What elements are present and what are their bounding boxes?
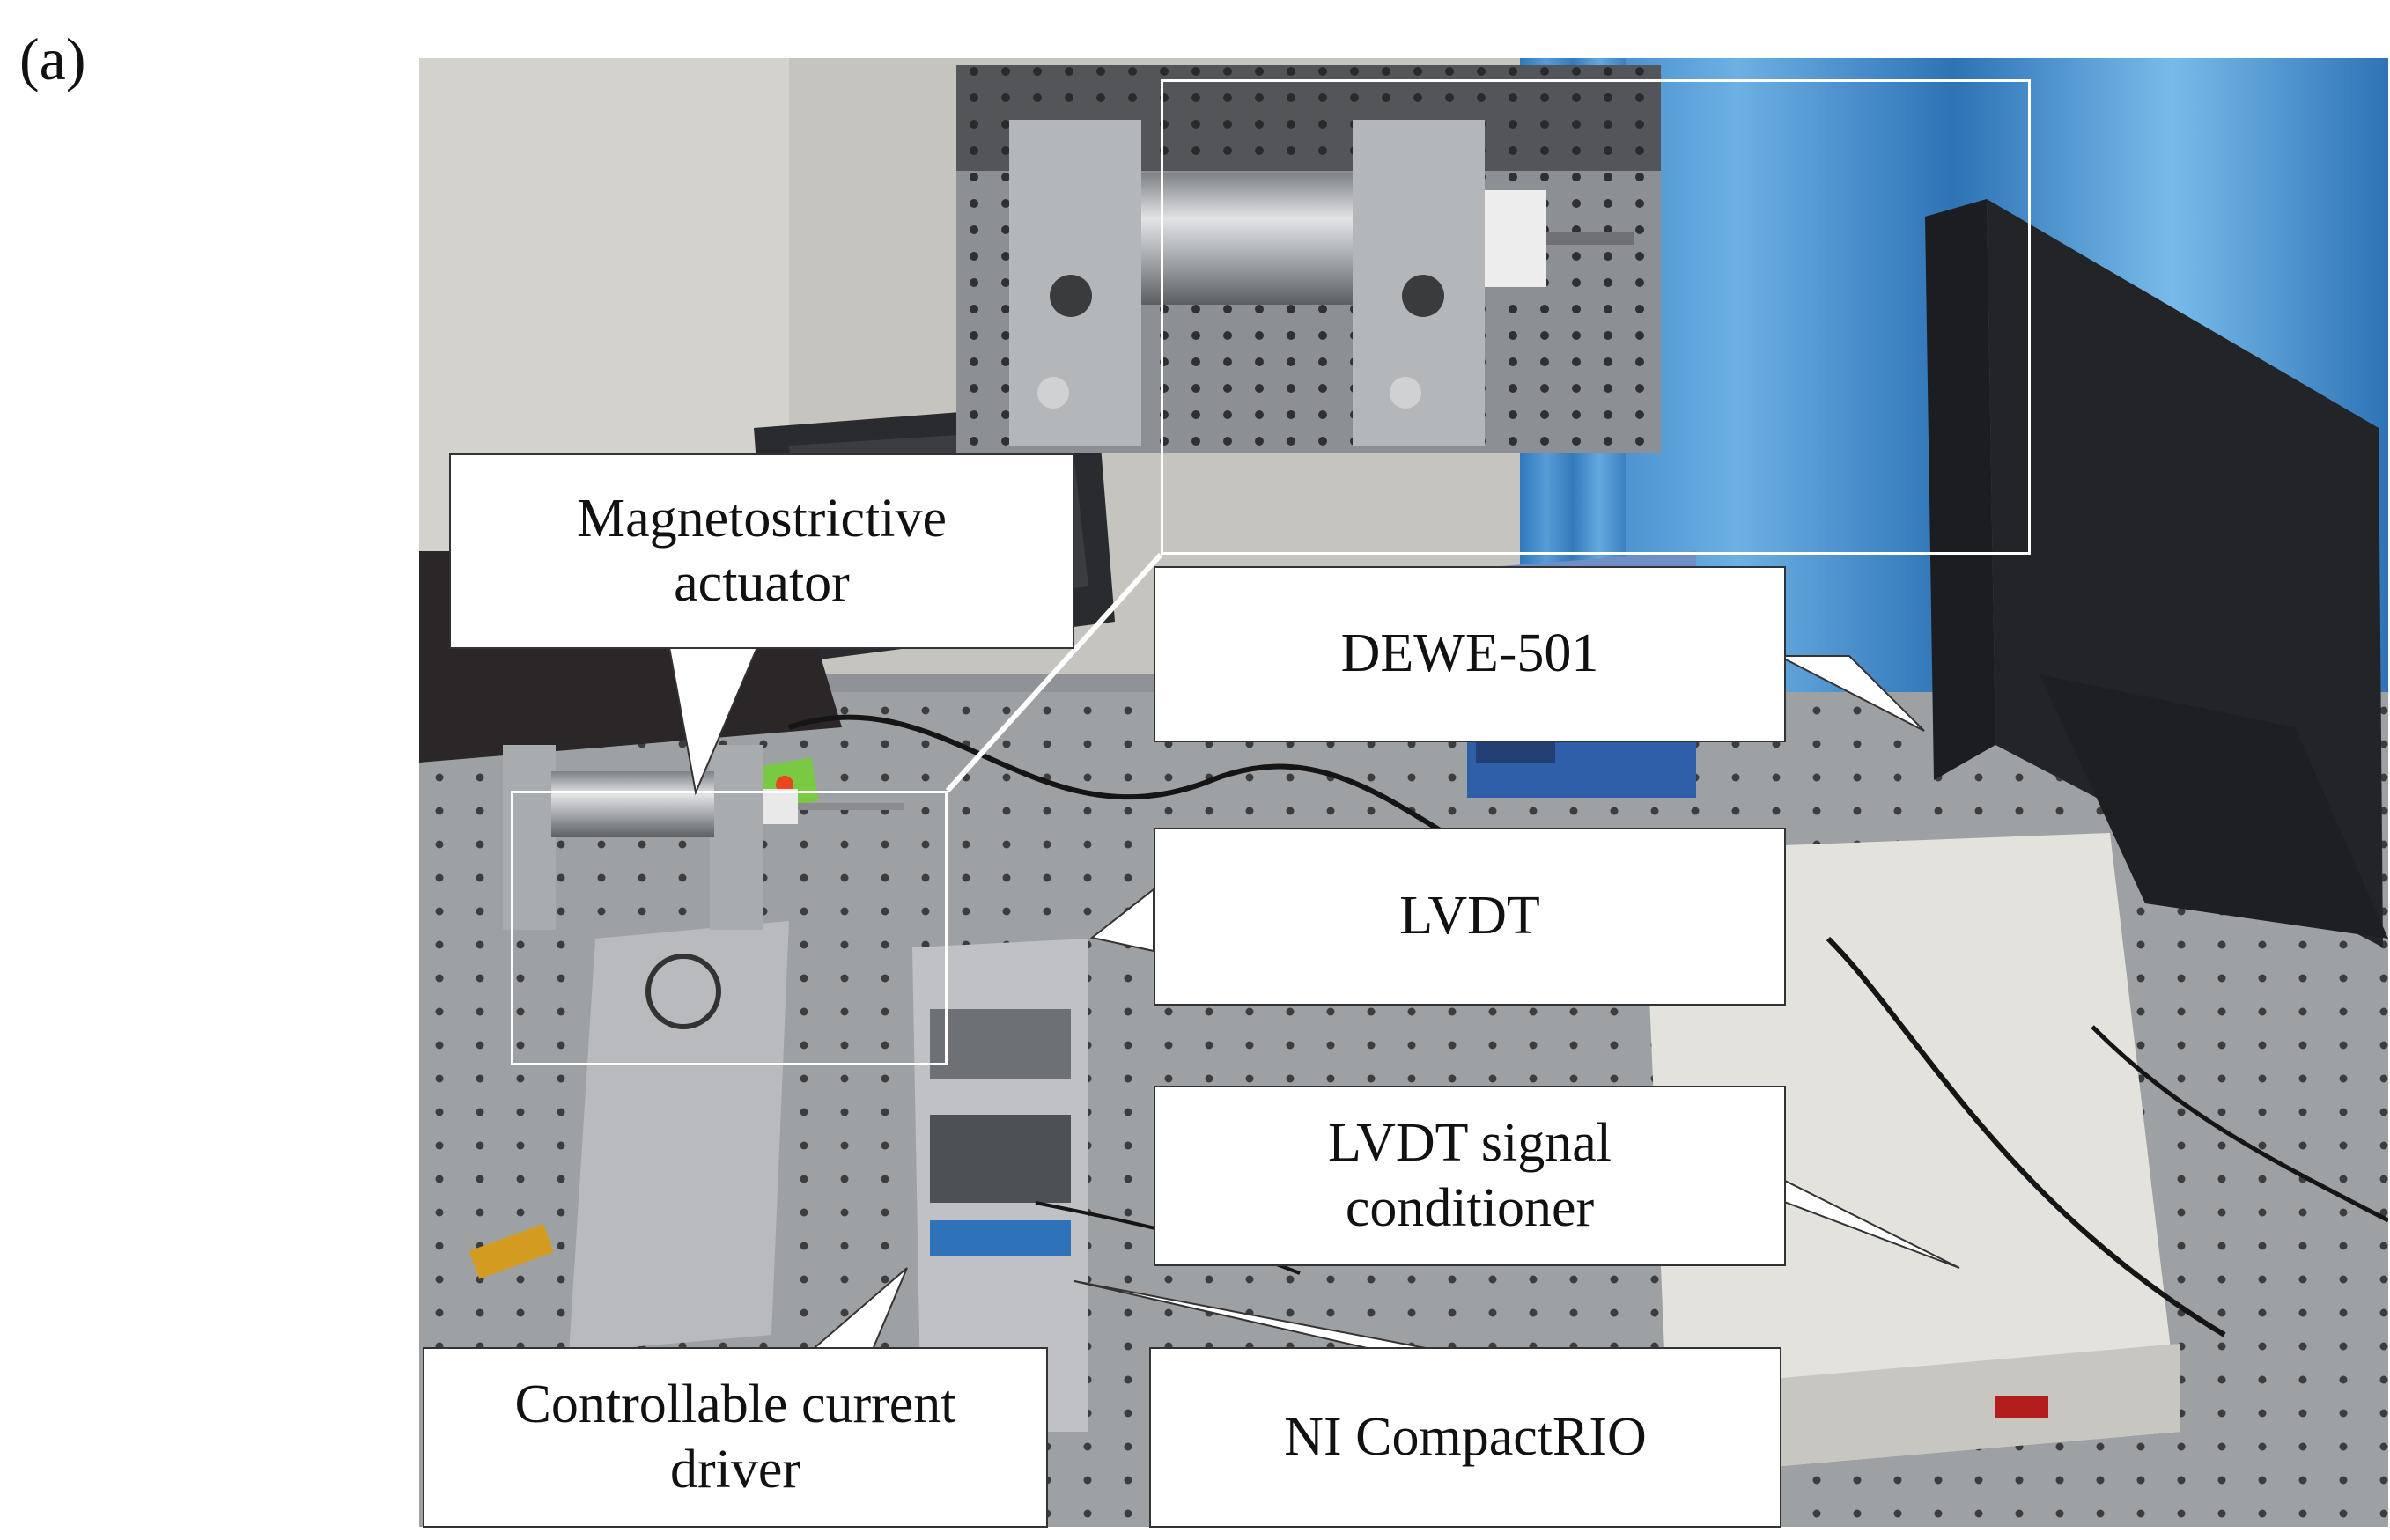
callout-lvdt: LVDT bbox=[1154, 828, 1786, 1006]
lab-setup-photo bbox=[419, 58, 2388, 1527]
inset-frame bbox=[1161, 79, 2031, 555]
driver-box bbox=[569, 921, 789, 1352]
callout-magnetostrictive-actuator: Magnetostrictive actuator bbox=[449, 453, 1074, 649]
callout-controllable-current-driver: Controllable current driver bbox=[423, 1347, 1048, 1528]
inset-photo bbox=[956, 65, 1661, 453]
photo-illustration bbox=[419, 58, 2388, 1527]
keyboard bbox=[2040, 674, 2388, 939]
actuator-highlight-frame bbox=[511, 791, 948, 1065]
panel-label: (a) bbox=[19, 26, 86, 92]
callout-ni-compactrio: NI CompactRIO bbox=[1149, 1347, 1781, 1528]
callout-lvdt-signal-conditioner: LVDT signal conditioner bbox=[1154, 1086, 1786, 1266]
monitor bbox=[1925, 199, 1995, 780]
callout-dewe-501: DEWE-501 bbox=[1154, 566, 1786, 742]
